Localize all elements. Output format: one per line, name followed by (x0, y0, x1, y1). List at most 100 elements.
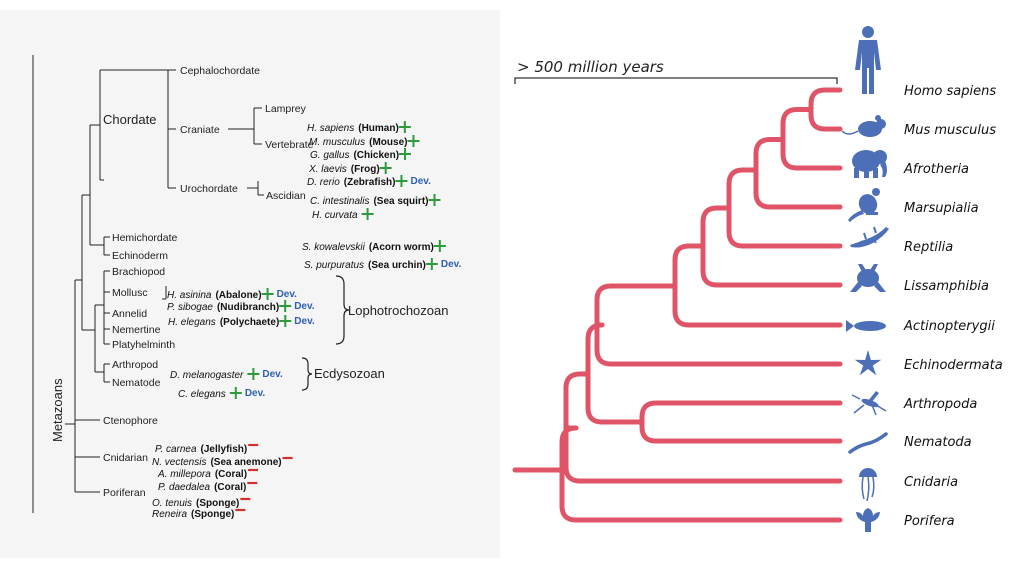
label-nemertine: Nemertine (112, 324, 161, 336)
dev-tag: Dev. (441, 259, 462, 270)
label-lamprey: Lamprey (265, 103, 307, 115)
taxon-label: Homo sapiens (904, 84, 996, 99)
label-nematode: Nematode (112, 377, 161, 389)
plus-mark-icon (361, 208, 374, 220)
lizard-icon (850, 226, 889, 248)
species-label: S. kowalevskii(Acorn worm) (302, 242, 434, 253)
label-vertebrate: Vertebrate (265, 139, 314, 151)
label-mollusc: Mollusc (112, 287, 148, 299)
label-urochordate: Urochordate (180, 183, 238, 195)
sponge-icon (856, 508, 880, 532)
label-ecdysozoan: Ecdysozoan (314, 366, 385, 381)
tree-branches (512, 87, 843, 523)
species-label: H. sapiens(Human) (307, 123, 399, 134)
label-chordate: Chordate (103, 112, 156, 127)
frog-icon (850, 264, 886, 292)
species-label: X. laevis(Frog) (308, 164, 380, 175)
plus-mark-icon (247, 368, 260, 380)
tree-lines (32, 55, 264, 513)
species-label: P. carnea(Jellyfish) (155, 444, 247, 455)
metazoan-tree: Chordate Cephalochordate Craniate Lampre… (32, 55, 461, 520)
label-lophotrochozoan: Lophotrochozoan (348, 303, 448, 318)
taxon-label: Reptilia (904, 240, 953, 255)
plus-mark-icon (398, 121, 411, 133)
dev-tag: Dev. (294, 316, 315, 327)
tree-branch (559, 425, 843, 523)
scale-label: > 500 million years (517, 58, 664, 76)
tree-branch (808, 87, 843, 132)
species-label: P. daedalea(Coral) (158, 482, 246, 493)
starfish-icon (854, 350, 882, 376)
tree-branch (639, 400, 843, 444)
species-label: Reneira(Sponge) (152, 509, 234, 520)
taxon-label: Porifera (904, 514, 955, 529)
species-label: D. melanogaster (170, 370, 244, 381)
taxon-label: Nematoda (904, 435, 972, 450)
human-icon (855, 26, 881, 94)
taxon-label: Echinodermata (904, 358, 1003, 373)
tree-branch (563, 371, 843, 484)
label-ascidian: Ascidian (266, 190, 306, 202)
species-label: A. millepora(Coral) (157, 469, 247, 480)
species-label: P. sibogae(Nudibranch) (167, 302, 279, 313)
label-arthropod: Arthropod (112, 359, 158, 371)
plus-mark-icon (279, 315, 292, 327)
label-brachiopod: Brachiopod (112, 266, 165, 278)
plus-mark-icon (395, 175, 408, 187)
taxon-label: Lissamphibia (904, 279, 989, 294)
fish-icon (846, 320, 886, 332)
lophotrochozoan-brace (335, 275, 350, 345)
label-ctenophore: Ctenophore (103, 415, 158, 427)
tree-branch (753, 137, 843, 210)
dev-tag: Dev. (245, 388, 266, 399)
label-metazoans: Metazoans (50, 378, 65, 442)
scale-bar (514, 77, 838, 84)
plus-mark-icon (379, 162, 392, 174)
species-label: N. vectensis(Sea anemone) (152, 457, 282, 468)
plus-mark-icon (428, 194, 441, 206)
dev-tag: Dev. (294, 301, 315, 312)
metazoan-tree-panel: Chordate Cephalochordate Craniate Lampre… (0, 10, 500, 558)
plus-mark-icon (279, 300, 292, 312)
label-hemichordate: Hemichordate (112, 232, 178, 244)
species-label: M. musculus(Mouse) (309, 137, 407, 148)
mouse-icon (841, 115, 886, 137)
plus-mark-icon (399, 148, 412, 160)
species-label: C. elegans (178, 389, 226, 400)
label-poriferan: Poriferan (103, 487, 146, 499)
label-platyhelminth: Platyhelminth (112, 339, 175, 351)
label-annelid: Annelid (112, 308, 147, 320)
species-label: G. gallus(Chicken) (310, 150, 399, 161)
dev-tag: Dev. (277, 289, 298, 300)
plus-mark-icon (229, 387, 242, 399)
plus-mark-icon (261, 288, 274, 300)
dev-tag: Dev. (262, 369, 283, 380)
species-label: H. asinina(Abalone) (167, 290, 262, 301)
taxon-label: Marsupialia (904, 201, 979, 216)
species-label: H. curvata (312, 210, 358, 221)
species-label: O. tenuis(Sponge) (152, 498, 239, 509)
label-echinoderm: Echinoderm (112, 250, 168, 262)
worm-icon (848, 432, 888, 454)
taxon-label: Mus musculus (904, 123, 996, 138)
ecdysozoan-brace (301, 357, 313, 391)
taxon-label: Afrotheria (903, 162, 969, 177)
taxon-label: Actinopterygii (903, 319, 995, 334)
label-craniate: Craniate (180, 124, 220, 136)
species-list: H. sapiens(Human) M. musculus(Mouse) G. ga… (152, 121, 461, 520)
taxon-icons (841, 26, 889, 532)
plus-mark-icon (433, 240, 446, 252)
species-label: D. rerio(Zebrafish) (307, 177, 395, 188)
taxon-label: Cnidaria (904, 475, 958, 490)
species-label: S. purpuratus(Sea urchin) (304, 260, 426, 271)
label-cnidarian: Cnidarian (103, 452, 148, 464)
kangaroo-icon (848, 188, 880, 222)
elephant-icon (852, 150, 887, 178)
label-cephalochordate: Cephalochordate (180, 65, 260, 77)
plus-mark-icon (425, 258, 438, 270)
species-label: H. elegans(Polychaete) (168, 317, 279, 328)
